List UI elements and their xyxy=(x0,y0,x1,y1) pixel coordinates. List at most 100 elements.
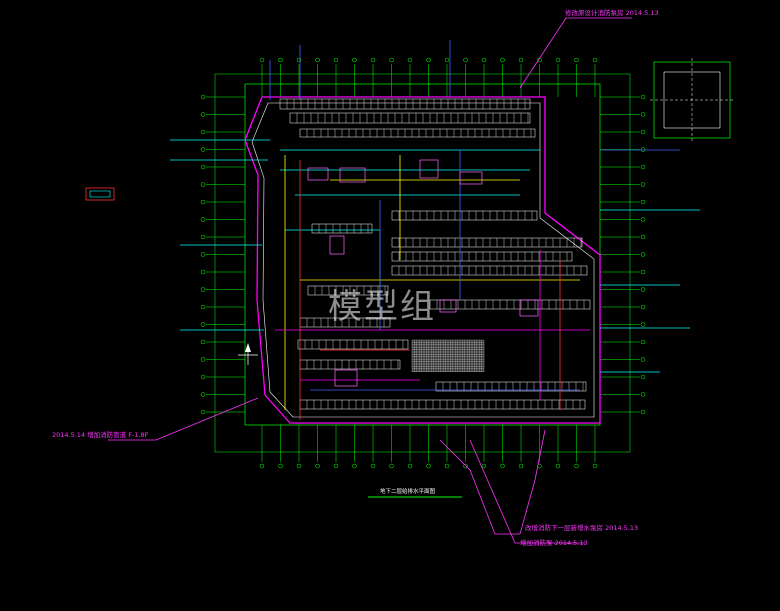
axis-grid xyxy=(200,57,646,469)
grid-bubble xyxy=(555,463,561,469)
grid-bubble xyxy=(463,463,468,469)
grid-bubble xyxy=(463,57,468,63)
grid-bubble xyxy=(407,463,413,469)
bay-row xyxy=(391,251,573,262)
grid-bubble xyxy=(200,357,206,362)
grid-bubble xyxy=(200,217,206,222)
pipe-network xyxy=(170,40,700,420)
pipe-run xyxy=(284,155,580,410)
annotation-left: 2014.5.14 增加消防管道 F-1.8F xyxy=(52,430,149,439)
grid-bubble xyxy=(426,57,431,63)
grid-bubble xyxy=(426,463,431,469)
bay-row xyxy=(311,223,373,234)
grid-bubble xyxy=(370,463,376,469)
pipe-run xyxy=(275,250,590,400)
grid-bubble xyxy=(278,57,283,63)
grid-bubble xyxy=(518,463,524,469)
grid-bubble xyxy=(640,217,646,222)
grid-bubble xyxy=(481,463,487,469)
grid-bubble xyxy=(370,57,376,63)
bay-row xyxy=(391,265,588,276)
equipment-room xyxy=(439,299,457,313)
grid-bubble xyxy=(444,463,450,469)
grid-bubble xyxy=(389,57,394,63)
grid-bubble xyxy=(333,463,339,469)
grid-bubble xyxy=(640,322,646,327)
grid-bubble xyxy=(640,392,646,397)
grid-bubble xyxy=(407,57,413,63)
parking-bays xyxy=(279,98,591,410)
bay-row xyxy=(289,112,531,124)
grid-bubble xyxy=(640,287,646,292)
bay-row xyxy=(297,339,409,350)
grid-bubble xyxy=(278,463,283,469)
grid-bubble xyxy=(200,147,206,152)
annotation-bottom-1: 改增消防下一层新增水泵房 2014.5.13 xyxy=(525,523,638,532)
equipment-room xyxy=(329,235,345,255)
grid-bubble xyxy=(574,463,579,469)
watermark-text: 模型组 xyxy=(328,287,436,327)
grid-bubble xyxy=(640,252,646,257)
grid-bubble xyxy=(500,57,505,63)
grid-bubble xyxy=(444,57,450,63)
grid-bubble xyxy=(259,463,265,469)
grid-bubble xyxy=(640,409,646,415)
grid-bubble xyxy=(200,409,206,415)
hatched-core xyxy=(411,339,485,372)
grid-bubble xyxy=(640,269,646,275)
grid-bubble xyxy=(200,269,206,275)
grid-bubble xyxy=(640,164,646,170)
equipment-room xyxy=(519,299,539,317)
grid-bubble xyxy=(200,374,206,380)
annotation-leaders xyxy=(108,17,632,544)
grid-bubble xyxy=(352,57,357,63)
grid-bubble xyxy=(640,234,646,240)
north-arrow-icon xyxy=(238,343,258,365)
grid-bubble xyxy=(574,57,579,63)
equipment-room xyxy=(307,167,329,181)
grid-bubble xyxy=(640,199,646,205)
bay-row xyxy=(435,381,587,392)
grid-bubble xyxy=(315,463,320,469)
grid-bubble xyxy=(200,304,206,310)
grid-bubble xyxy=(296,57,302,63)
grid-bubble xyxy=(200,392,206,397)
grid-bubble xyxy=(200,94,206,100)
grid-bubble xyxy=(640,147,646,152)
bay-row xyxy=(429,299,591,310)
equipment-room xyxy=(339,167,366,183)
grid-bubble xyxy=(296,463,302,469)
grid-bubble xyxy=(200,182,206,187)
grid-bubble xyxy=(640,357,646,362)
grid-bubble xyxy=(640,129,646,135)
grid-bubble xyxy=(481,57,487,63)
pipe-run xyxy=(269,40,680,151)
annotation-bottom-2: 增加消防泵 2014.5.13 xyxy=(520,538,588,547)
grid-bubble xyxy=(259,57,265,63)
grid-bubble xyxy=(315,57,320,63)
bay-row xyxy=(279,98,531,110)
grid-bubble xyxy=(640,304,646,310)
grid-bubble xyxy=(555,57,561,63)
grid-bubble xyxy=(200,129,206,135)
grid-bubble xyxy=(200,339,206,345)
grid-bubble xyxy=(640,94,646,100)
pipe-run xyxy=(170,139,700,373)
equipment-room xyxy=(459,171,483,185)
grid-bubble xyxy=(640,374,646,380)
equipment-room xyxy=(419,159,439,179)
grid-bubble xyxy=(640,112,646,117)
grid-bubble xyxy=(500,463,505,469)
grid-bubble xyxy=(200,252,206,257)
grid-bubble xyxy=(200,164,206,170)
inset-plan xyxy=(650,58,734,142)
grid-bubble xyxy=(200,322,206,327)
bay-row xyxy=(391,210,538,221)
grid-bubble xyxy=(640,339,646,345)
bay-row xyxy=(299,128,536,138)
grid-frame-outer xyxy=(214,73,631,453)
building-outline xyxy=(244,96,601,424)
grid-bubble xyxy=(592,463,598,469)
